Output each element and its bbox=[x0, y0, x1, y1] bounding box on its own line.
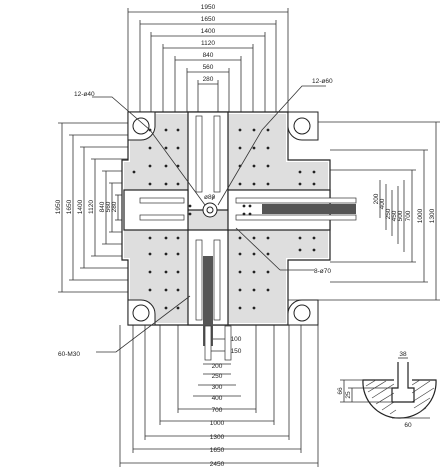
bottom-dim-2450: 2450 bbox=[210, 461, 225, 468]
detail-width: 38 bbox=[399, 351, 407, 358]
detail-base-width: 60 bbox=[404, 422, 412, 429]
right-dim-400: 400 bbox=[379, 198, 386, 209]
tie-bar-cutouts bbox=[127, 111, 319, 326]
detail-depth-outer: 66 bbox=[337, 387, 344, 395]
right-dim-200: 200 bbox=[373, 193, 380, 204]
right-dim-1000: 1000 bbox=[417, 208, 424, 223]
bottom-dim-150: 150 bbox=[231, 348, 242, 355]
left-dimension-labels: 1950 1650 1400 1120 840 560 280 bbox=[55, 199, 118, 214]
detail-depth-inner: 25 bbox=[345, 391, 352, 399]
mounting-holes bbox=[132, 128, 316, 310]
left-dim-280: 280 bbox=[111, 201, 118, 212]
callout-top-right-holes: 12-ø60 bbox=[312, 78, 333, 85]
leader-lines bbox=[92, 85, 326, 353]
right-dim-1300: 1300 bbox=[429, 208, 436, 223]
left-dim-1400: 1400 bbox=[77, 199, 84, 214]
right-dim-700: 700 bbox=[405, 210, 412, 221]
top-dimension-labels: 1950 1650 1400 1120 840 560 280 bbox=[201, 4, 216, 83]
callout-bottom-left-threads: 60-M30 bbox=[58, 351, 80, 358]
bottom-dim-300: 300 bbox=[212, 384, 223, 391]
callout-center-hole: ø80 bbox=[204, 194, 216, 201]
platen-body bbox=[121, 111, 331, 326]
bottom-dim-1650: 1650 bbox=[210, 447, 225, 454]
top-dim-1650: 1650 bbox=[201, 16, 216, 23]
top-dim-1400: 1400 bbox=[201, 28, 216, 35]
bottom-dimension-labels: 100 150 200 250 300 400 700 1000 1300 16… bbox=[210, 336, 242, 468]
callout-top-left-holes: 12-ø40 bbox=[74, 91, 95, 98]
bottom-dim-200: 200 bbox=[212, 363, 223, 370]
right-dimension-labels: 200 400 250 450 500 700 1000 1300 bbox=[373, 193, 436, 223]
left-dim-1650: 1650 bbox=[66, 199, 73, 214]
bottom-dim-400: 400 bbox=[212, 395, 223, 402]
top-dimension-lines bbox=[127, 8, 289, 112]
t-slot-detail bbox=[340, 357, 437, 419]
bottom-dim-100: 100 bbox=[231, 336, 242, 343]
callout-right-holes: 8-ø70 bbox=[314, 268, 331, 275]
detail-hatching bbox=[365, 379, 435, 415]
center-hole bbox=[202, 202, 218, 218]
right-dimension-lines bbox=[240, 121, 440, 301]
top-dim-1950: 1950 bbox=[201, 4, 216, 11]
top-dim-840: 840 bbox=[203, 52, 214, 59]
bottom-dim-250: 250 bbox=[212, 373, 223, 380]
top-dim-280: 280 bbox=[203, 76, 214, 83]
left-dim-840: 840 bbox=[99, 201, 106, 212]
left-dim-1120: 1120 bbox=[88, 200, 95, 214]
left-dim-560: 560 bbox=[105, 201, 112, 212]
bottom-dimension-lines bbox=[119, 325, 319, 467]
bottom-dim-1000: 1000 bbox=[210, 420, 225, 427]
bottom-dim-700: 700 bbox=[212, 407, 223, 414]
right-dim-500: 500 bbox=[397, 210, 404, 221]
top-dim-1120: 1120 bbox=[201, 40, 215, 47]
right-dim-450: 450 bbox=[391, 210, 398, 221]
left-dim-1950: 1950 bbox=[55, 199, 62, 214]
top-dim-560: 560 bbox=[203, 64, 214, 71]
right-dim-250: 250 bbox=[385, 208, 392, 219]
t-slots bbox=[139, 115, 357, 361]
bottom-dim-1300: 1300 bbox=[210, 434, 225, 441]
